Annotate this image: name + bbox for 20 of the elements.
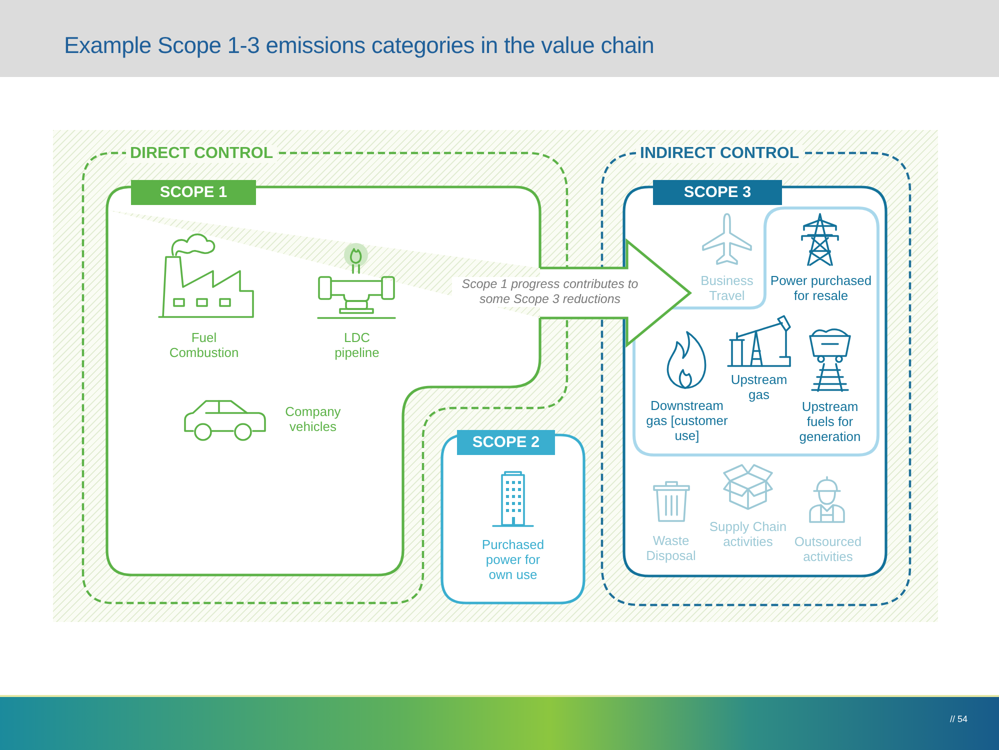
category-label: Supply Chain activities (708, 519, 788, 549)
page-number: // 54 (950, 714, 968, 724)
category-label: Power purchased for resale (769, 273, 873, 303)
control-heading: INDIRECT CONTROL (636, 145, 804, 163)
scope-area (622, 180, 888, 578)
category-label: Upstream gas (730, 372, 788, 402)
category-label: Business Travel (700, 273, 754, 303)
category-label: Fuel Combustion (168, 330, 240, 360)
category-label: LDC pipeline (334, 330, 380, 360)
scope-tab: SCOPE 3 (653, 180, 782, 205)
category-label: Outsourced activities (793, 534, 863, 564)
category-label: Upstream fuels for generation (798, 399, 862, 444)
scope-tab: SCOPE 2 (457, 430, 555, 455)
category-label: Company vehicles (284, 404, 342, 434)
slide-title: Example Scope 1-3 emissions categories in the value chain (64, 32, 654, 59)
category-label: Downstream gas [customer use] (645, 398, 729, 443)
category-label: Waste Disposal (645, 533, 697, 563)
category-label: Purchased power for own use (480, 537, 546, 582)
scope-tab: SCOPE 1 (131, 180, 256, 205)
control-heading: DIRECT CONTROL (126, 145, 278, 163)
